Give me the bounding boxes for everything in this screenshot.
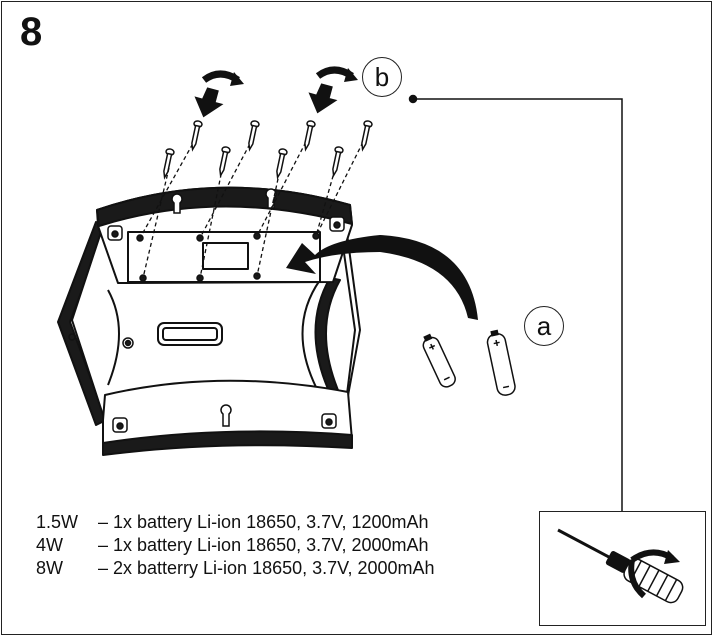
screw-icon [191,120,203,152]
label-b: b [362,57,402,97]
screw-icon [163,148,175,180]
spec-description: – 2x batterry Li-ion 18650, 3.7V, 2000mA… [98,558,435,578]
screws [163,120,373,180]
housing-details [68,188,345,433]
label-a: a [524,306,564,346]
curved-arrow-icon [286,235,478,320]
battery-spec-row: 1.5W – 1x battery Li-ion 18650, 3.7V, 12… [36,511,435,534]
battery-spec-list: 1.5W – 1x battery Li-ion 18650, 3.7V, 12… [36,511,435,580]
screw-icon [248,120,260,152]
screwdriver-icon [557,528,684,604]
screw-icon [304,120,316,152]
lamp-housing [57,186,361,456]
battery-icon [486,329,516,396]
spec-power: 8W [36,558,63,578]
battery-spec-row: 4W – 1x battery Li-ion 18650, 3.7V, 2000… [36,534,435,557]
screw-icon [276,148,288,180]
spec-description: – 1x battery Li-ion 18650, 3.7V, 2000mAh [98,535,429,555]
rotate-arrow-icon [308,66,358,114]
screw-guide-lines [139,135,367,279]
screw-icon [361,120,373,152]
screw-icon [332,146,344,178]
screw-icon [219,146,231,178]
step-number: 8 [20,10,43,54]
leader-line [408,94,623,511]
battery-spec-row: 8W – 2x batterry Li-ion 18650, 3.7V, 200… [36,557,435,580]
spec-power: 1.5W [36,512,79,532]
battery-icon [422,333,456,388]
rotate-arrow-icon [194,70,244,118]
screwdriver-callout [539,511,706,626]
spec-description: – 1x battery Li-ion 18650, 3.7V, 1200mAh [98,512,429,532]
spec-power: 4W [36,535,63,555]
